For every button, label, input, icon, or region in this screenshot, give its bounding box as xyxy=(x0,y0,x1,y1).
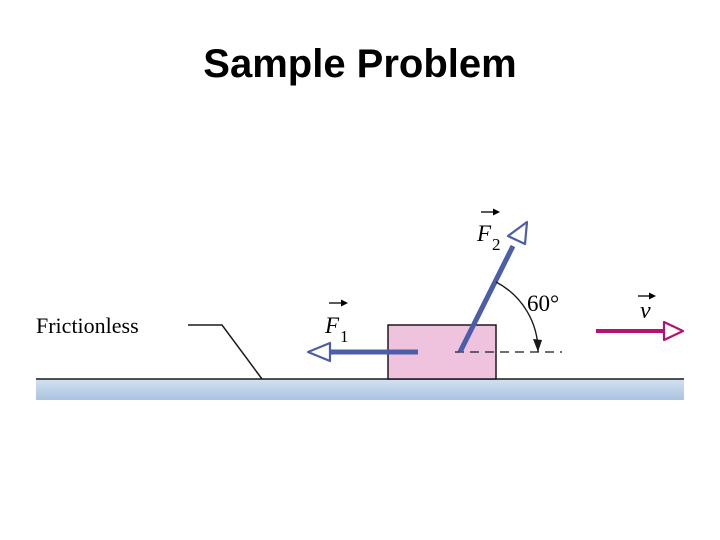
force2-vector-barhead xyxy=(493,208,500,216)
frictionless-surface xyxy=(36,379,684,400)
force2-subscript: 2 xyxy=(492,235,501,254)
force1-subscript: 1 xyxy=(340,327,349,346)
velocity-label: v xyxy=(638,292,656,324)
force2-arrow-shaft xyxy=(457,244,516,354)
angle-label: 60° xyxy=(527,291,559,316)
velocity-arrow-head xyxy=(662,320,685,342)
force1-arrow-head xyxy=(306,341,332,363)
force1-vector-barhead xyxy=(341,299,348,307)
slide-title: Sample Problem xyxy=(203,42,517,86)
force2-symbol: F xyxy=(476,221,492,246)
force1-label: F 1 xyxy=(324,299,349,346)
force2-label: F 2 xyxy=(476,208,501,254)
surface-leader-line xyxy=(188,324,263,380)
surface-label: Frictionless xyxy=(36,313,139,338)
velocity-symbol: v xyxy=(640,298,651,324)
velocity-vector-barhead xyxy=(649,292,656,300)
force2-arrow-head xyxy=(506,220,529,246)
force1-symbol: F xyxy=(324,313,340,338)
angle-arc-arrowhead xyxy=(533,339,542,352)
